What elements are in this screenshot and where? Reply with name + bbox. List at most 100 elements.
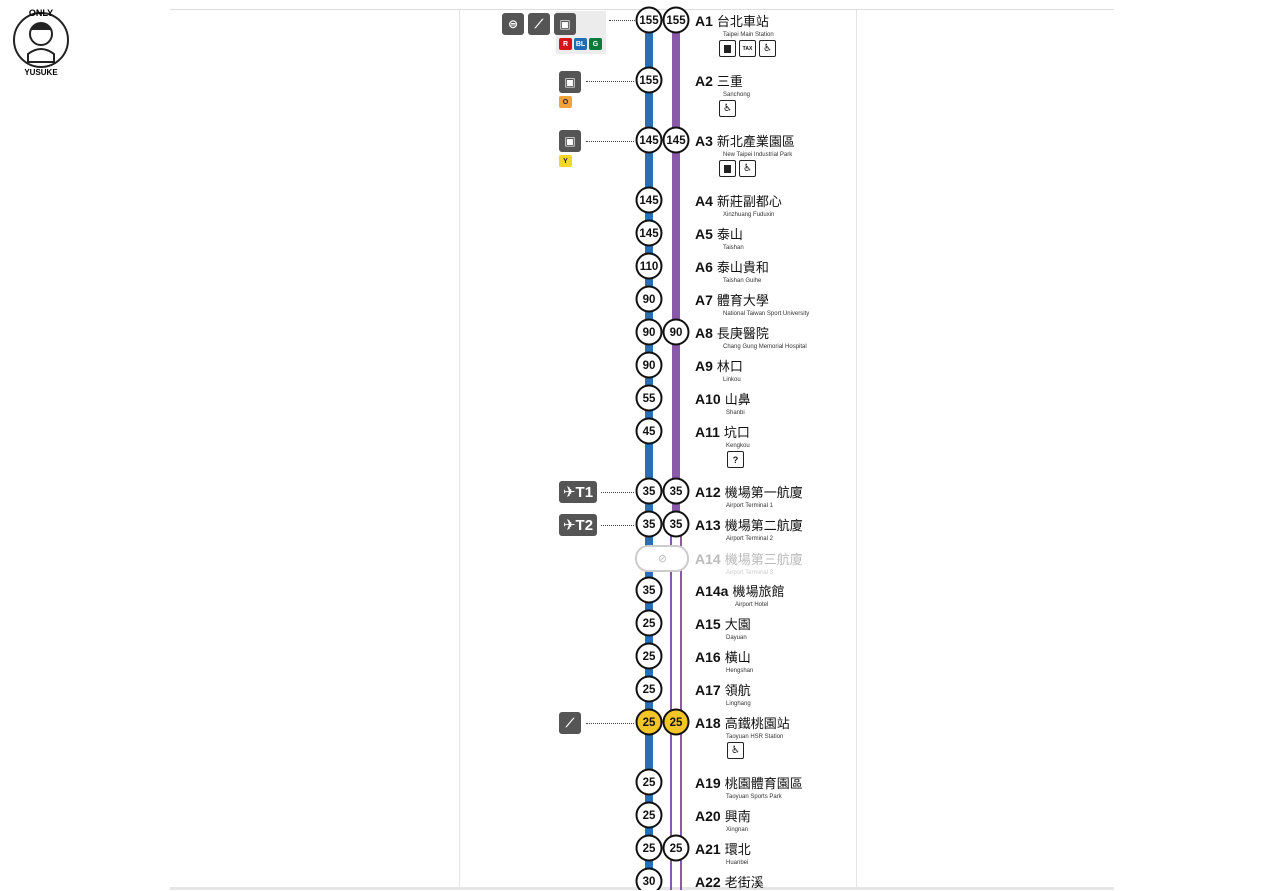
station-name-zh: 體育大學 xyxy=(716,293,769,308)
commuter-fare-circle xyxy=(635,384,663,412)
airplane-icon: ✈T2 xyxy=(559,514,597,536)
transfer-a18-icons: ⟋ xyxy=(559,712,581,734)
terminal-2-label: T2 xyxy=(575,516,594,534)
station-code: A10 xyxy=(695,391,721,407)
station-code: A20 xyxy=(695,808,721,824)
commuter-fare-label: 35 xyxy=(643,585,656,597)
metro-icon: ▣ xyxy=(554,13,576,35)
commuter-fare-label: 145 xyxy=(639,195,659,207)
commuter-fare-circle xyxy=(635,186,663,214)
commuter-fare-circle xyxy=(635,834,663,862)
station-code: A3 xyxy=(695,133,713,149)
commuter-fare-circle xyxy=(635,6,663,34)
station-code: A2 xyxy=(695,73,713,89)
station-name-zh: 三重 xyxy=(716,74,743,89)
station-code: A17 xyxy=(695,682,721,698)
station-code: A19 xyxy=(695,775,721,791)
commuter-fare-circle xyxy=(635,351,663,379)
express-fare-label: 90 xyxy=(670,327,683,339)
commuter-fare-label: 45 xyxy=(643,426,656,438)
station-code: A12 xyxy=(695,484,721,500)
station-name-en: Linkou xyxy=(723,377,741,383)
transfer-a1-leader xyxy=(609,20,635,21)
commuter-fare-label: 35 xyxy=(643,519,656,531)
logo-arc-text: ONLY xyxy=(29,8,53,18)
nursing-room-icon xyxy=(759,40,776,57)
amenity-icons xyxy=(727,742,744,759)
station-name-en: Xinzhuang Fuduxin xyxy=(723,212,775,218)
brand-logo: ONLY YUSUKE xyxy=(6,2,76,78)
amenity-icons xyxy=(719,100,736,117)
commuter-fare-circle xyxy=(635,867,663,890)
terminal-1-label: T1 xyxy=(575,483,594,501)
station-name-en: Taoyuan HSR Station xyxy=(726,734,784,740)
station-name-en: Airport Terminal 1 xyxy=(726,503,773,509)
logo-icon: ONLY YUSUKE xyxy=(13,8,69,77)
transfer-a12-leader xyxy=(601,492,634,493)
station-name-zh: 機場第三航廈 xyxy=(724,552,803,567)
metro-icon: ▣ xyxy=(559,71,581,93)
nursing-room-icon xyxy=(719,100,736,117)
commuter-fare-circle xyxy=(635,708,663,736)
station-name-zh: 泰山貴和 xyxy=(716,260,769,275)
commuter-fare-circle xyxy=(635,318,663,346)
amenity-icons xyxy=(727,451,744,468)
tra-icon: ⊜ xyxy=(502,13,524,35)
commuter-fare-label: 25 xyxy=(643,684,656,696)
station-code: A13 xyxy=(695,517,721,533)
locker-icon xyxy=(719,160,736,177)
express-fare-label: 35 xyxy=(670,519,683,531)
station-code: A1 xyxy=(695,13,713,29)
commuter-fare-circle xyxy=(635,576,663,604)
commuter-fare-circle xyxy=(635,66,663,94)
express-fare-label: 25 xyxy=(670,717,683,729)
commuter-fare-label: 35 xyxy=(643,486,656,498)
transfer-a2-icons: ▣ xyxy=(559,71,581,93)
station-name-en: Airport Terminal 2 xyxy=(726,536,773,542)
amenity-icons xyxy=(719,160,756,177)
station-code: A9 xyxy=(695,358,713,374)
station-name-zh: 台北車站 xyxy=(716,14,769,29)
station-code: A7 xyxy=(695,292,713,308)
express-fare-circle xyxy=(662,834,690,862)
line-badge-r: R xyxy=(559,38,572,50)
station-code: A15 xyxy=(695,616,721,632)
station-name-en: Taipei Main Station xyxy=(723,32,774,38)
express-fare-circle xyxy=(662,6,690,34)
express-line-right xyxy=(680,524,682,890)
station-name-zh: 坑口 xyxy=(723,425,750,440)
transfer-a2-badges: O xyxy=(559,96,572,108)
station-name-en: Kengkou xyxy=(726,443,750,449)
commuter-fare-circle xyxy=(635,609,663,637)
commuter-fare-circle xyxy=(635,768,663,796)
station-name-en: Airport Terminal 3 xyxy=(726,570,773,576)
station-name-zh: 環北 xyxy=(724,842,751,857)
station-code: A16 xyxy=(695,649,721,665)
station-name-zh: 新莊副都心 xyxy=(716,194,782,209)
line-badge-o: O xyxy=(559,96,572,108)
station-name-en: Taoyuan Sports Park xyxy=(726,794,782,800)
commuter-fare-label: 90 xyxy=(643,360,656,372)
station-name-zh: 新北產業園區 xyxy=(716,134,795,149)
commuter-fare-label: 155 xyxy=(639,75,659,87)
station-name-en: Taishan xyxy=(723,245,744,251)
station-code: A21 xyxy=(695,841,721,857)
station-name-en: Taishan Guihe xyxy=(723,278,762,284)
station-name-en: Sanchong xyxy=(723,92,751,98)
info-desk-icon xyxy=(727,451,744,468)
station-code: A22 xyxy=(695,874,721,890)
